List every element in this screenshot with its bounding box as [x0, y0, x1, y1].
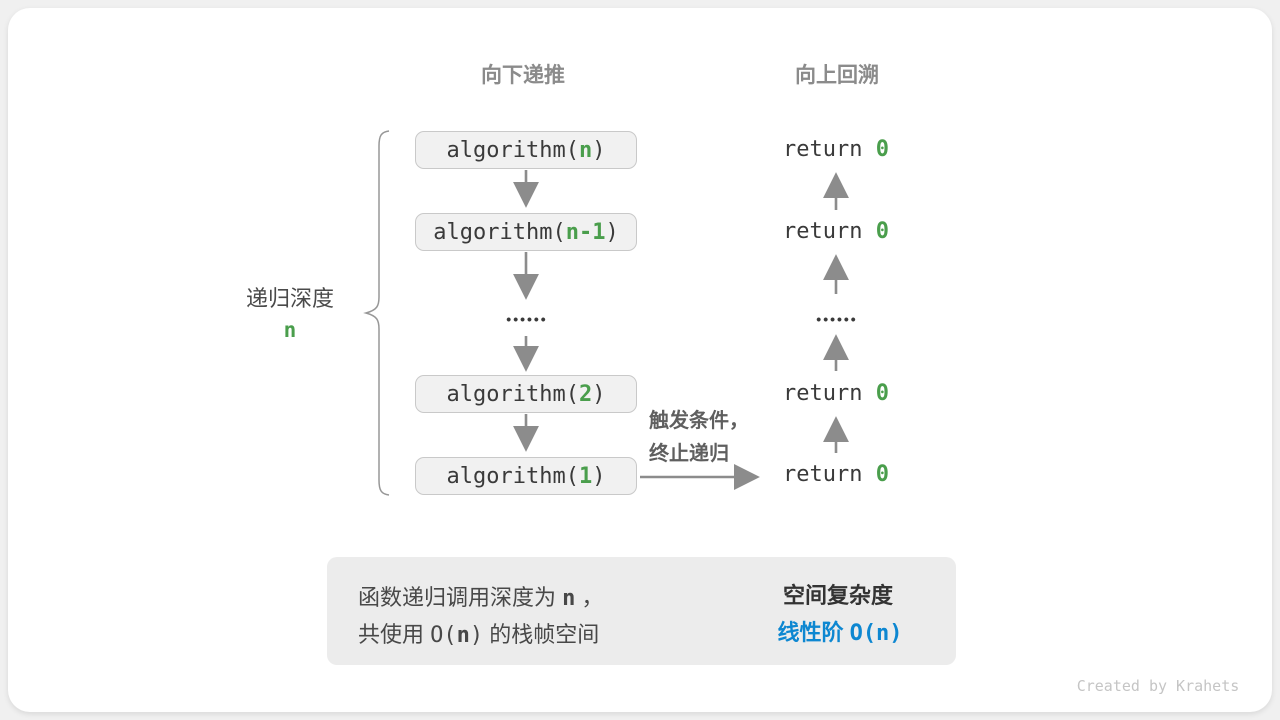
summary-var-n: n	[562, 586, 576, 611]
recursion-depth-label: 递归深度	[245, 286, 335, 311]
return-statement: return 0	[783, 462, 889, 487]
return-statement: return 0	[783, 381, 889, 406]
call-box-algorithm-1: algorithm(1)	[415, 457, 637, 495]
code-text: algorithm(	[446, 137, 579, 163]
recursion-depth-value: n	[283, 318, 297, 342]
header-backtrack-upward: 向上回溯	[795, 64, 879, 87]
header-recurse-downward: 向下递推	[481, 64, 565, 87]
code-text: algorithm(	[446, 381, 579, 407]
code-arg: n-1	[565, 219, 606, 245]
space-complexity-result: 线性阶 O(n)	[777, 620, 903, 646]
return-statement: return 0	[783, 219, 889, 244]
return-value: 0	[875, 219, 889, 244]
call-box-algorithm-n-1: algorithm(n-1)	[415, 213, 637, 251]
return-value: 0	[875, 462, 889, 487]
code-text: algorithm(	[433, 219, 566, 245]
code-arg: n	[578, 137, 593, 163]
summary-line-2: 共使用 O(n) 的栈帧空间	[358, 622, 600, 648]
code-text: return	[783, 462, 876, 487]
summary-var-n: n	[456, 623, 470, 648]
code-text: return	[783, 381, 876, 406]
code-arg: 1	[578, 463, 593, 489]
code-text: )	[592, 463, 606, 489]
code-arg: 2	[578, 381, 593, 407]
big-o-notation: O(n)	[849, 621, 903, 646]
return-value: 0	[875, 381, 889, 406]
summary-box: 函数递归调用深度为 n ， 共使用 O(n) 的栈帧空间 空间复杂度 线性阶 O…	[327, 557, 956, 665]
code-text: )	[592, 381, 606, 407]
code-text: return	[783, 219, 876, 244]
return-value: 0	[875, 137, 889, 162]
return-statement: return 0	[783, 137, 889, 162]
watermark-credit: Created by Krahets	[1076, 677, 1240, 695]
call-box-algorithm-2: algorithm(2)	[415, 375, 637, 413]
space-complexity-title: 空间复杂度	[782, 583, 894, 608]
terminate-condition-line2: 终止递归	[649, 443, 729, 465]
summary-line-1: 函数递归调用深度为 n ，	[358, 585, 604, 611]
ellipsis-right: ••••••	[816, 311, 858, 327]
terminate-condition-line1: 触发条件，	[649, 410, 749, 432]
code-text: algorithm(	[446, 463, 579, 489]
call-box-algorithm-n: algorithm(n)	[415, 131, 637, 169]
code-text: )	[605, 219, 619, 245]
code-text: )	[592, 137, 606, 163]
ellipsis-left: ••••••	[506, 311, 548, 327]
code-text: return	[783, 137, 876, 162]
